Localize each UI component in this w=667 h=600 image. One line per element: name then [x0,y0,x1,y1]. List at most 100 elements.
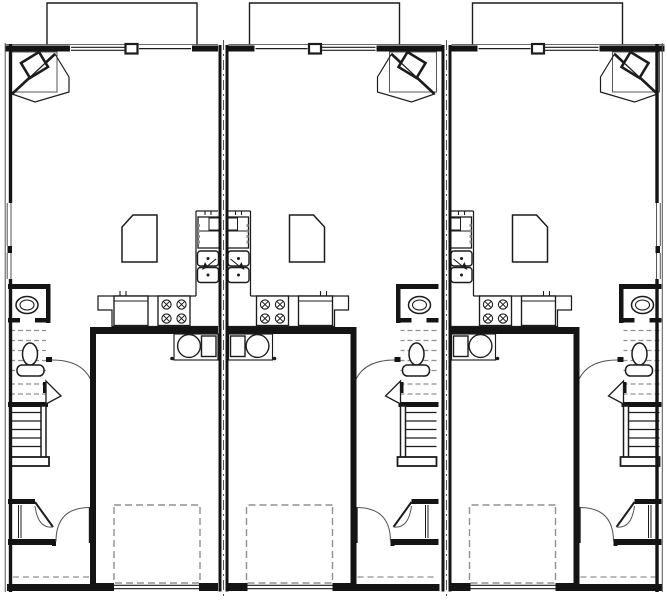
party-wall-1 [218,45,222,592]
window-mullion-post [530,42,546,55]
sink-drain [237,257,240,260]
sink-drain [460,273,463,277]
hearth [10,53,70,103]
dryer [452,335,469,358]
closet-door-leaf [392,501,413,528]
burner-cross [162,300,171,309]
garage-south-stub [332,583,351,591]
floor-drain [495,356,500,361]
front-door-swing [356,506,392,542]
burner-cross [499,314,507,323]
garage-door-overhead-dash [468,504,557,584]
closet-north-wall [411,499,439,504]
powder-sink [630,295,655,315]
top-wall-segment [599,45,665,52]
garage-west-wall [350,327,357,591]
side-window-post [7,246,12,253]
garage-west-wall [90,327,96,591]
front-door-jamb [52,539,56,546]
porch-front-wall [578,584,663,591]
powder-north-wall [619,284,662,289]
dishwasher [520,295,557,327]
burner-cross [177,300,186,309]
washer [468,333,493,359]
sink-drain [206,273,210,277]
powder-door-leaf [607,379,625,406]
bay-window-outline [471,2,624,45]
powder-sink [15,295,39,315]
powder-north-wall [396,284,439,289]
left-exterior-wall [8,44,13,203]
fireplace-surround [612,51,660,93]
top-wall-segment [5,45,70,52]
powder-side-wall [396,284,401,323]
powder-sink-bowl [411,299,428,311]
closet-north-wall [634,499,662,504]
entry-south-wall [394,539,439,545]
burner [497,313,509,324]
unit-1 [5,2,221,591]
dishwasher [297,295,334,327]
closet-north-wall [8,499,35,504]
kitchen-island [121,214,158,263]
closet-door-swing [393,505,412,528]
powder-sink-bowl [634,299,651,311]
powder-door-leaf [384,379,402,406]
burner [176,299,187,310]
front-door-jamb [390,539,395,546]
shared-walls [4,40,663,598]
powder-sink-bowl [19,299,35,311]
burner-cross [261,300,269,309]
garage-north-wall [451,327,580,334]
stair-rail [399,405,407,460]
garage-north-wall [228,327,357,334]
burner [259,313,271,324]
garage-north-wall [90,327,218,334]
burner-cross [162,314,171,323]
burner [259,299,271,310]
toilet-bowl [21,342,39,366]
kitchen-island [288,214,326,263]
hearth [376,53,436,103]
burner [482,313,494,324]
floor-drain [170,356,174,361]
closet-door-leaf [615,501,636,528]
porch-front-wall [355,584,440,591]
garage-west-wall [573,327,580,591]
washer [176,333,202,359]
washer [245,333,270,359]
powder-side-wall [46,284,51,323]
powder-stub-wall [426,318,439,323]
garage-south-stub [199,583,218,591]
front-door-jamb [613,539,618,546]
dryer [200,335,217,358]
firebox [619,50,651,80]
burner-cross [261,314,269,323]
garage-south-stub [451,583,471,591]
window-mullion-post [307,42,323,55]
entry-south-wall [8,539,52,545]
firebox [396,50,428,80]
front-door-swing [55,506,91,542]
powder-stub-wall [619,318,635,323]
stair-rail [622,405,630,460]
burner-cross [276,300,284,309]
sink-drain [237,273,240,277]
firebox [19,50,50,80]
hall-door-jamb [617,357,624,362]
front-door-swing [579,506,615,542]
closet-door-swing [34,505,54,528]
stair-rail [40,405,47,460]
toilet-tank [16,364,45,377]
burner [482,299,494,310]
powder-stub-wall [396,318,412,323]
closet-door-swing [616,505,635,528]
side-window-post [655,246,660,253]
powder-south-wall [398,402,439,407]
burner [274,299,286,310]
powder-side-wall [619,284,624,323]
dishwasher [113,295,149,327]
top-wall-segment [376,45,442,52]
